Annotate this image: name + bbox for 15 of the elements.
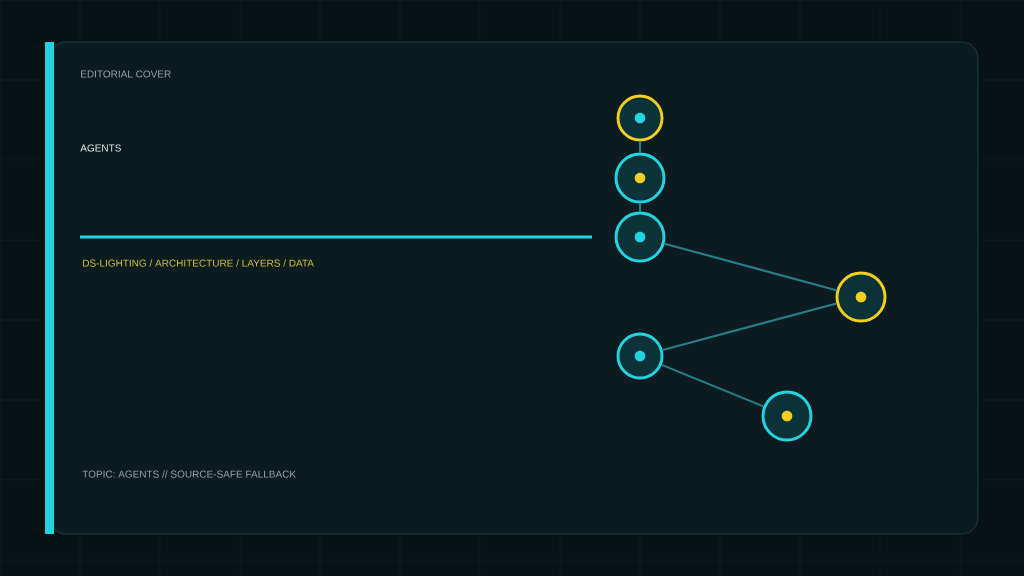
caption-text: TOPIC: AGENTS // SOURCE-SAFE FALLBACK (82, 470, 296, 478)
node-circle (616, 94, 664, 142)
connector-line (638, 203, 642, 212)
caption-text: DS-LIGHTING / ARCHITECTURE / LAYERS / DATA (83, 259, 314, 267)
connector-line (661, 363, 764, 408)
node-circle (761, 390, 813, 442)
connector-line (662, 302, 837, 351)
node-circle (835, 271, 887, 323)
connector-line (664, 242, 837, 292)
caption-text: EDITORIAL COVER (81, 70, 171, 78)
node-circle (614, 152, 666, 204)
node-circle (616, 332, 664, 380)
node-circle (614, 211, 666, 263)
connector-line (638, 141, 642, 153)
caption-text: AGENTS (80, 144, 121, 152)
